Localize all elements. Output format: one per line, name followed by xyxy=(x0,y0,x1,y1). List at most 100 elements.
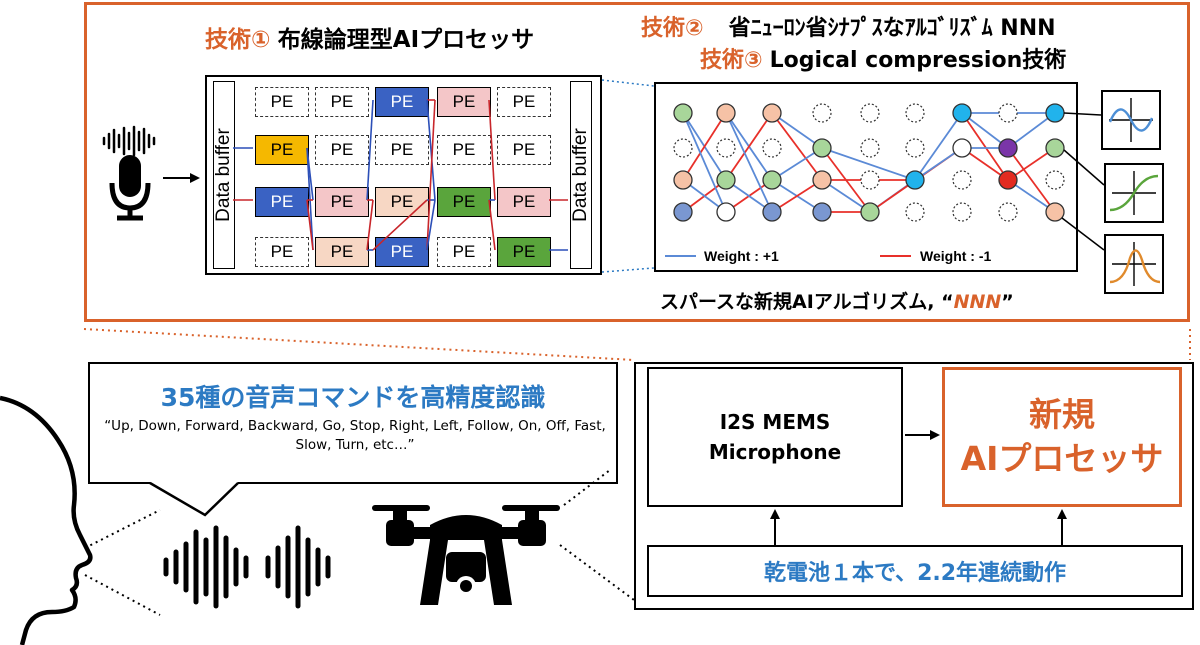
nnn-edge-12 xyxy=(771,179,823,213)
nnn-node-c8-r1 xyxy=(1045,138,1065,158)
pe-cell-r0-c1: PE xyxy=(315,87,369,117)
nnn-caption-name: NNN xyxy=(953,291,1002,313)
tech2-label: 技術② xyxy=(641,16,704,41)
act-link-gaussian xyxy=(1061,217,1105,251)
pe-cell-r1-c1: PE xyxy=(315,135,369,165)
pe-cell-r2-c4: PE xyxy=(497,187,551,217)
gaussian-curve xyxy=(1109,249,1161,284)
speech-bubble: 35種の音声コマンドを高精度認識 “Up, Down, Forward, Bac… xyxy=(88,362,618,484)
nnn-node-c3-r1 xyxy=(812,138,832,158)
pe-cell-r3-c2: PE xyxy=(375,237,429,267)
pe-wire-13 xyxy=(372,199,428,251)
pe-cell-r0-c4: PE xyxy=(497,87,551,117)
pe-cell-r2-c1: PE xyxy=(315,187,369,217)
microphone-icon xyxy=(109,155,151,221)
nnn-node-c0-r3 xyxy=(673,202,693,222)
pe-cell-r3-c1: PE xyxy=(315,237,369,267)
sine-curve xyxy=(1108,108,1154,132)
nnn-node-c7-r3 xyxy=(998,202,1018,222)
nnn-node-c8-r3 xyxy=(1045,202,1065,222)
speech-tail xyxy=(149,481,239,517)
nnn-node-c3-r3 xyxy=(812,202,832,222)
nnn-edge-14 xyxy=(771,147,823,181)
pe-cell-r1-c3: PE xyxy=(437,135,491,165)
pe-cell-r1-c4: PE xyxy=(497,135,551,165)
nnn-node-c1-r0 xyxy=(716,103,736,123)
tech2-title: 技術② 省ﾆｭｰﾛﾝ省ｼﾅﾌﾟｽなｱﾙｺﾞﾘｽﾞﾑ NNN xyxy=(641,10,1056,42)
speech-commands: “Up, Down, Forward, Backward, Go, Stop, … xyxy=(104,418,606,453)
nnn-node-c3-r2 xyxy=(812,170,832,190)
nnn-edge-26 xyxy=(961,112,1009,181)
pe-cell-r3-c4: PE xyxy=(497,237,551,267)
nnn-caption-suffix: ” xyxy=(1001,291,1014,313)
act-link-sigmoid xyxy=(1063,149,1105,186)
pe-wire-11 xyxy=(426,99,436,201)
nnn-edge-18 xyxy=(821,147,916,181)
nnn-caption: スパースな新規AIアルゴリズム, “NNN” xyxy=(660,287,1014,314)
tech1-label: 技術① xyxy=(205,27,271,53)
arrow-mic-to-ai xyxy=(905,430,940,440)
nnn-node-c7-r2 xyxy=(998,170,1018,190)
pe-cell-r2-c2: PE xyxy=(375,187,429,217)
nnn-node-c1-r1 xyxy=(716,138,736,158)
nnn-edge-10 xyxy=(771,112,823,149)
arrow-battery-to-mic xyxy=(770,509,780,545)
pe-wire-3 xyxy=(306,147,314,251)
pe-wire-14 xyxy=(426,99,436,251)
pe-cell-r0-c0: PE xyxy=(255,87,309,117)
pe-cell-r3-c0: PE xyxy=(255,237,309,267)
nnn-node-c1-r2 xyxy=(716,170,736,190)
pe-wire-18 xyxy=(488,199,496,251)
nnn-node-c5-r3 xyxy=(905,202,925,222)
nnn-node-c2-r0 xyxy=(762,103,782,123)
nnn-edge-6 xyxy=(725,112,773,181)
pe-cell-r1-c0: PE xyxy=(255,135,309,165)
pe-cell-r2-c3: PE xyxy=(437,187,491,217)
pe-wire-16 xyxy=(488,99,496,201)
sigmoid-curve xyxy=(1109,174,1159,212)
nnn-node-c2-r1 xyxy=(762,138,782,158)
nnn-node-c4-r0 xyxy=(860,103,880,123)
nnn-node-c7-r1 xyxy=(998,138,1018,158)
tech2-text: 省ﾆｭｰﾛﾝ省ｼﾅﾌﾟｽなｱﾙｺﾞﾘｽﾞﾑ NNN xyxy=(728,16,1056,41)
nnn-edge-30 xyxy=(1007,147,1056,213)
ai-processor-block: 新規 AIプロセッサ xyxy=(942,367,1182,507)
array-zoom-bottom xyxy=(601,267,655,273)
nnn-node-c6-r1 xyxy=(952,138,972,158)
nnn-edge-22 xyxy=(914,112,963,181)
tech3-text: Logical compression技術 xyxy=(769,48,1067,73)
pe-cell-r0-c3: PE xyxy=(437,87,491,117)
pe-wire-15 xyxy=(426,199,436,251)
nnn-edge-3 xyxy=(682,112,727,213)
mems-microphone-block: I2S MEMS Microphone xyxy=(647,367,903,507)
nnn-node-c2-r2 xyxy=(762,170,782,190)
pe-cell-r3-c3: PE xyxy=(437,237,491,267)
nnn-node-c5-r1 xyxy=(905,138,925,158)
legend-negative-label: Weight : -1 xyxy=(920,248,992,264)
pe-cell-r0-c2: PE xyxy=(375,87,429,117)
nnn-node-c2-r3 xyxy=(762,202,782,222)
pe-wire-5 xyxy=(306,199,314,251)
ai-line1: 新規 xyxy=(1029,395,1095,434)
zoom-line-left xyxy=(83,328,635,361)
array-zoom-top xyxy=(601,79,655,87)
tech3-label: 技術③ xyxy=(700,48,763,73)
voice-link-top xyxy=(84,509,161,549)
nnn-node-c8-r2 xyxy=(1045,170,1065,190)
speech-title: 35種の音声コマンドを高精度認識 xyxy=(160,383,546,412)
act-link-sine xyxy=(1063,112,1102,116)
nnn-edge-1 xyxy=(682,112,727,181)
nnn-node-c8-r0 xyxy=(1045,103,1065,123)
tech1-text: 布線論理型AIプロセッサ xyxy=(277,27,535,53)
voice-link-bottom xyxy=(84,574,161,616)
tech1-title: 技術① 布線論理型AIプロセッサ xyxy=(205,20,534,54)
nnn-node-c6-r0 xyxy=(952,103,972,123)
nnn-node-c7-r0 xyxy=(998,103,1018,123)
sound-wave-icon-left xyxy=(163,525,249,609)
sound-wave-icon-small xyxy=(102,125,156,157)
data-buffer-right: Data buffer xyxy=(570,81,592,269)
mic-line2: Microphone xyxy=(708,440,842,464)
tech3-title: 技術③ Logical compression技術 xyxy=(700,42,1066,74)
